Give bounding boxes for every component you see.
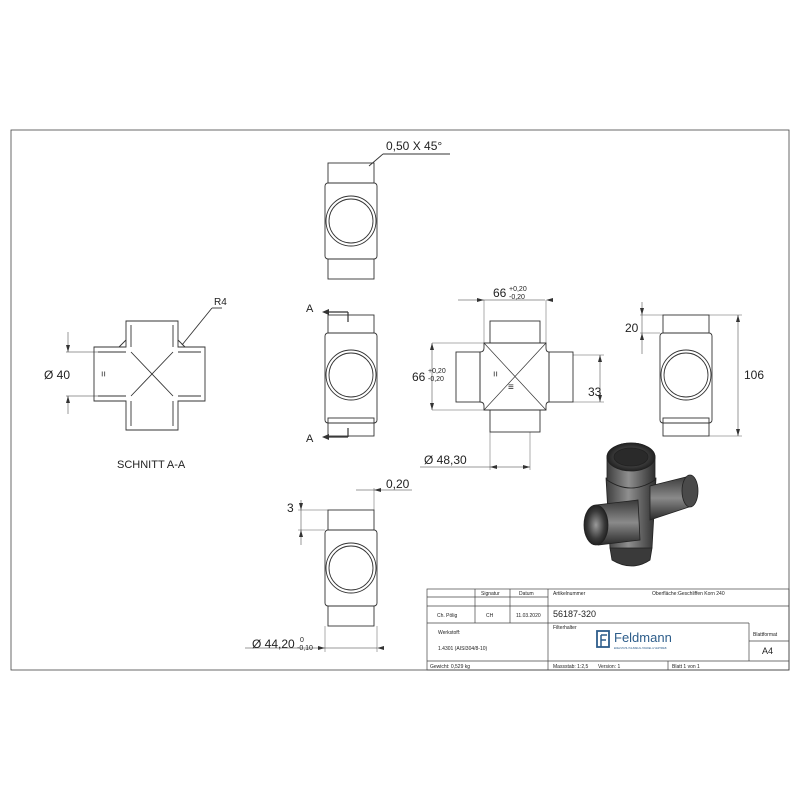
dim-height: 66 bbox=[412, 370, 426, 384]
cross-view bbox=[455, 320, 574, 433]
surface-label: Oberfläche: bbox=[652, 591, 678, 597]
format-label: Blattformat bbox=[753, 632, 778, 638]
side-view bbox=[659, 314, 713, 437]
company-tagline: EDELSTAHL HALBZEUG-HANDEL & VERTRIEB bbox=[614, 647, 667, 650]
dim-3: 3 bbox=[287, 501, 294, 515]
designation-label: Filterhalter bbox=[553, 625, 577, 631]
section-marker-top: A bbox=[306, 303, 314, 315]
front-view bbox=[324, 314, 378, 437]
section-marker-bottom: A bbox=[306, 433, 314, 445]
date-header: Datum bbox=[519, 591, 534, 597]
sheet-border bbox=[10, 129, 790, 671]
weight: Gewicht: 0,529 kg bbox=[430, 664, 470, 670]
section-view bbox=[93, 320, 206, 431]
dim-width-tol-lower: -0,20 bbox=[509, 294, 525, 301]
article-header: Artikelnummer bbox=[553, 591, 586, 597]
thread-mark-section: = bbox=[97, 371, 108, 377]
thread-mark-cross-2: ≡ bbox=[508, 382, 514, 393]
dim-106: 106 bbox=[744, 368, 764, 382]
bottom-view bbox=[324, 509, 378, 627]
section-title: SCHNITT A-A bbox=[117, 459, 186, 471]
radius-leader bbox=[181, 307, 213, 346]
material-value: 1.4301 (AISI304/8-10) bbox=[438, 646, 488, 652]
version: Version: 1 bbox=[598, 664, 620, 670]
radius-note: R4 bbox=[214, 297, 227, 308]
signature-header: Signatur bbox=[481, 591, 500, 597]
title-block-frame bbox=[426, 588, 790, 671]
dim-width-tol-upper: +0,20 bbox=[509, 286, 527, 293]
format-value: A4 bbox=[762, 646, 773, 656]
company-name: Feldmann bbox=[614, 630, 672, 645]
scale: Massstab: 1:2,5 bbox=[553, 664, 589, 670]
feldmann-logo bbox=[596, 630, 610, 648]
material-label: Werkstoff: bbox=[438, 630, 460, 636]
dim-33: 33 bbox=[588, 385, 602, 399]
dim-diameter-44-tol-lower: -0,10 bbox=[297, 645, 313, 652]
top-view bbox=[324, 162, 378, 280]
sheet-number: Blatt 1 von 1 bbox=[672, 664, 700, 670]
dim-diameter-44-tol-upper: 0 bbox=[300, 637, 304, 644]
dim-diameter-44: Ø 44,20 bbox=[252, 637, 295, 651]
dim-height-tol-upper: +0,20 bbox=[428, 368, 446, 375]
dimension-arrowheads bbox=[66, 298, 740, 650]
dim-height-tol-lower: -0,20 bbox=[428, 376, 444, 383]
signature: CH bbox=[486, 613, 494, 619]
surface-value: Geschliffen Korn 240 bbox=[678, 591, 725, 597]
dim-width: 66 bbox=[493, 286, 507, 300]
dim-0-20: 0,20 bbox=[386, 477, 410, 491]
isometric-render bbox=[583, 442, 699, 567]
dim-diameter-48: Ø 48,30 bbox=[424, 453, 467, 467]
dim-diameter-40: Ø 40 bbox=[44, 368, 70, 382]
date: 11.03.2020 bbox=[516, 613, 541, 619]
dim-20: 20 bbox=[625, 321, 639, 335]
article-number: 56187-320 bbox=[553, 609, 596, 619]
chamfer-note: 0,50 X 45° bbox=[386, 139, 442, 153]
thread-mark-cross-1: = bbox=[489, 371, 500, 377]
chamfer-leader bbox=[368, 153, 384, 167]
created-by: Ch. Pölig bbox=[437, 613, 458, 619]
